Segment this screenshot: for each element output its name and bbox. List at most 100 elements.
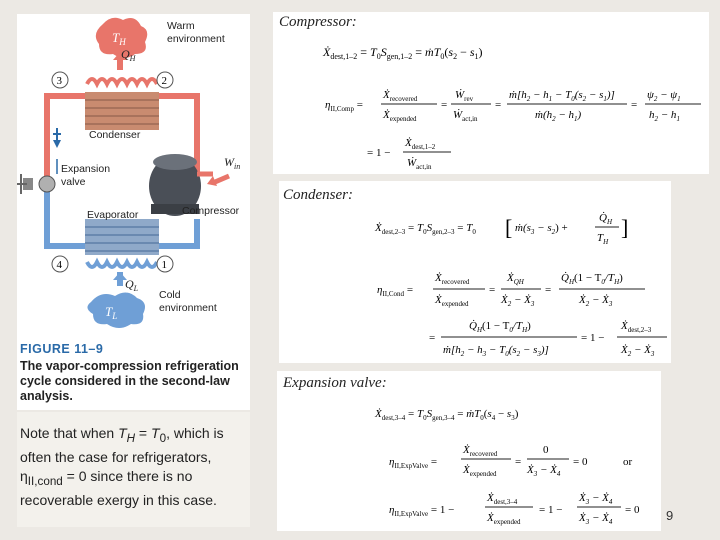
svg-text:= 1 −: = 1 − [539,504,562,516]
expansion-eq-1: Ẋdest,3–4 = T0Sgen,3–4 = ṁT0(s4 − s3) [374,408,519,422]
refrigeration-cycle-diagram: TH QH Warm environment Condenser Evapora… [17,17,240,328]
svg-text:ṁ[h2 − h3 − T0(s2 − s3)]: ṁ[h2 − h3 − T0(s2 − s3)] [443,344,549,358]
svg-text:Ẋdest,1–2: Ẋdest,1–2 [404,137,436,151]
svg-text:[: [ [505,215,512,240]
svg-text:=: = [441,99,447,111]
expansion-valve-icon [17,174,56,194]
svg-text:h2 − h1: h2 − h1 [649,109,680,123]
cold-label-1: Cold [159,289,181,301]
page-number: 9 [666,508,674,523]
svg-text:Ẇrev: Ẇrev [455,89,474,103]
svg-text:ṁ(h2 − h1): ṁ(h2 − h1) [535,109,582,123]
svg-text:ṁ(s3 − s2) +: ṁ(s3 − s2) + [515,222,568,236]
compressor-eq-2: ηII,Comp = Ẋrecovered Ẋexpended = Ẇrev Ẇ… [325,89,701,123]
svg-text:3: 3 [57,75,63,87]
svg-text:TH: TH [597,232,609,246]
svg-text:ηII,Comp =: ηII,Comp = [325,99,363,113]
svg-text:]: ] [621,215,628,240]
expansion-formulas: Ẋdest,3–4 = T0Sgen,3–4 = ṁT0(s4 − s3) ηI… [374,408,640,526]
svg-text:Ẋdest,2–3: Ẋdest,2–3 [620,320,652,334]
svg-text:=: = [495,99,501,111]
svg-text:Q̇H(1 − T0/TH): Q̇H(1 − T0/TH) [469,320,531,334]
svg-text:Ẋrecovered: Ẋrecovered [462,444,498,458]
warm-environment-blob [95,17,148,58]
condenser-eq-3: = Q̇H(1 − T0/TH) ṁ[h2 − h3 − T0(s2 − s3)… [429,320,667,358]
svg-text:Ẋ3 − Ẋ4: Ẋ3 − Ẋ4 [578,492,613,506]
condenser-equations: Condenser: Ẋdest,2–3 = T0Sgen,2–3 = T0 [… [279,181,671,363]
expansion-eq-2: ηII,ExpValve = Ẋrecovered Ẋexpended = 0 … [389,444,633,478]
compressor-eq-3: = 1 − Ẋdest,1–2 Ẇact,in [367,137,451,171]
svg-text:Ẋ2 − Ẋ3: Ẋ2 − Ẋ3 [620,344,655,358]
th-top-label: TH [112,30,126,47]
svg-text:=: = [545,284,551,296]
ql-label: QL [125,277,139,293]
condenser-title: Condenser: [283,187,353,203]
svg-text:Q̇H: Q̇H [599,212,613,226]
svg-text:Ẋrecovered: Ẋrecovered [434,272,470,286]
svg-text:=: = [515,456,521,468]
expansion-valve-equations: Expansion valve: Ẋdest,3–4 = T0Sgen,3–4 … [277,371,661,531]
state-marker-1: 1 [156,255,174,273]
svg-text:2: 2 [162,75,168,87]
svg-text:4: 4 [57,259,63,271]
svg-text:Q̇H(1 − T0/TH): Q̇H(1 − T0/TH) [561,272,623,286]
svg-text:Ẋexpended: Ẋexpended [382,109,417,123]
svg-text:ηII,ExpValve = 1 −: ηII,ExpValve = 1 − [389,504,454,518]
win-label: Win [224,155,240,171]
condenser-eq-2: ηII,Cond = Ẋrecovered Ẋexpended = ẊQH Ẋ2… [377,272,645,308]
svg-text:Ẋ2 − Ẋ3: Ẋ2 − Ẋ3 [578,294,613,308]
svg-text:Ẋ2 − Ẋ3: Ẋ2 − Ẋ3 [500,294,535,308]
state-marker-3: 3 [51,71,69,89]
svg-text:Ẋ3 − Ẋ4: Ẋ3 − Ẋ4 [578,512,613,526]
svg-text:0: 0 [543,444,549,456]
svg-text:Ẋrecovered: Ẋrecovered [382,89,418,103]
svg-text:= 0: = 0 [625,504,640,516]
tl-bottom-label: TL [105,304,117,321]
svg-text:= 0: = 0 [573,456,588,468]
evaporator-coil [85,219,159,269]
svg-text:=: = [631,99,637,111]
compressor-equations: Compressor: Ẋdest,1–2 = T0Sgen,1–2 = ṁT0… [273,12,709,174]
compressor-title: Compressor: [279,14,357,30]
condenser-eq-1: Ẋdest,2–3 = T0Sgen,2–3 = T0 [ ṁ(s3 − s2)… [374,212,628,246]
work-in-arrow [214,173,230,185]
figure-number: FIGURE 11–9 [20,342,104,356]
compressor-label: Compressor [182,205,240,217]
expansion-title: Expansion valve: [283,375,387,391]
state-marker-4: 4 [51,255,69,273]
svg-text:Ẋdest,3–4: Ẋdest,3–4 [486,492,518,506]
svg-text:Ẋexpended: Ẋexpended [434,294,469,308]
expansion-eq-3: ηII,ExpValve = 1 − Ẋdest,3–4 Ẋexpended =… [389,492,640,526]
cold-label-2: environment [159,302,217,314]
svg-text:or: or [623,456,633,468]
svg-text:=: = [489,284,495,296]
condenser-formulas: Ẋdest,2–3 = T0Sgen,2–3 = T0 [ ṁ(s3 − s2)… [374,212,667,358]
expansion-label-2: valve [61,176,86,188]
note-panel: Note that when TH = T0, which is often t… [17,412,250,527]
svg-text:Ẇact,in: Ẇact,in [407,157,432,171]
note-text: Note that when TH = T0, which is often t… [20,425,224,509]
svg-text:Ẋexpended: Ẋexpended [486,512,521,526]
svg-text:ηII,ExpValve =: ηII,ExpValve = [389,456,437,470]
condenser-label: Condenser [89,129,141,141]
condenser-coil [85,77,159,130]
qh-label: QH [121,47,137,63]
svg-text:= 1 −: = 1 − [581,332,604,344]
svg-text:ηII,Cond =: ηII,Cond = [377,284,413,298]
figure-panel: TH QH Warm environment Condenser Evapora… [17,14,250,410]
compressor-icon [149,154,213,216]
svg-text:= 1 −: = 1 − [367,147,390,159]
svg-text:=: = [429,332,435,344]
svg-text:Ẋdest,2–3 = T0Sgen,2–3 = T0: Ẋdest,2–3 = T0Sgen,2–3 = T0 [374,222,476,236]
evaporator-label: Evaporator [87,209,139,221]
svg-text:Ẋdest,3–4 = T0Sgen,3–4 = ṁT0(s: Ẋdest,3–4 = T0Sgen,3–4 = ṁT0(s4 − s3) [374,408,519,422]
svg-text:1: 1 [162,259,168,271]
figure-caption: The vapor-compression refrigeration cycl… [20,359,239,403]
state-marker-2: 2 [156,71,174,89]
svg-text:Ẋexpended: Ẋexpended [462,464,497,478]
cold-environment-blob [87,292,145,328]
warm-label-2: environment [167,33,225,45]
compressor-formulas: Ẋdest,1–2 = T0Sgen,1–2 = ṁT0(s2 − s1) ηI… [322,45,701,171]
warm-label-1: Warm [167,20,195,32]
compressor-eq-1: Ẋdest,1–2 = T0Sgen,1–2 = ṁT0(s2 − s1) [322,45,483,61]
